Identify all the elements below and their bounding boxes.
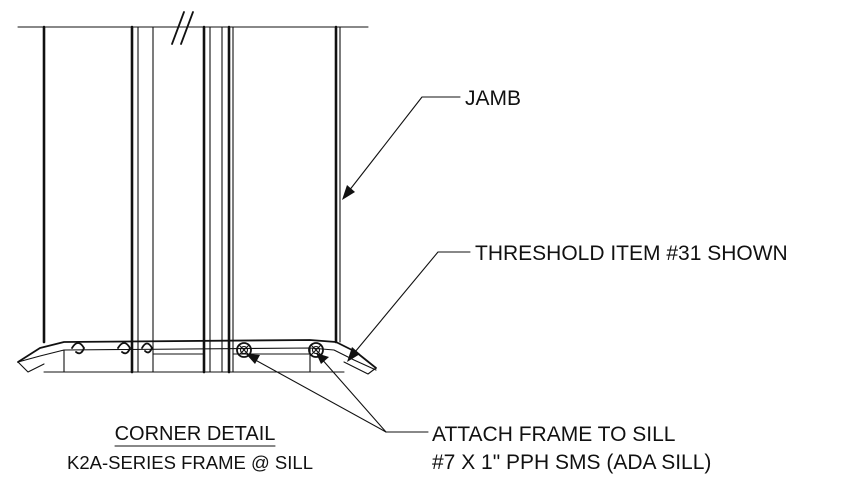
break-mark-1	[171, 11, 185, 45]
attach-label-line2: #7 X 1" PPH SMS (ADA SILL)	[432, 451, 711, 474]
caption-subtitle: K2A-SERIES FRAME @ SILL	[67, 452, 313, 473]
frame-members	[42, 25, 341, 374]
threshold-label: THRESHOLD ITEM #31 SHOWN	[475, 242, 788, 265]
jamb-leader	[342, 96, 461, 200]
caption-title: CORNER DETAIL	[115, 423, 276, 445]
break-mark-2	[180, 11, 194, 45]
attach-leader	[246, 353, 429, 433]
jamb-label: JAMB	[465, 87, 521, 110]
screw-left	[236, 342, 252, 358]
threshold-leader	[347, 251, 471, 362]
screw-right	[308, 342, 324, 358]
attach-label-line1: ATTACH FRAME TO SILL	[432, 423, 676, 446]
